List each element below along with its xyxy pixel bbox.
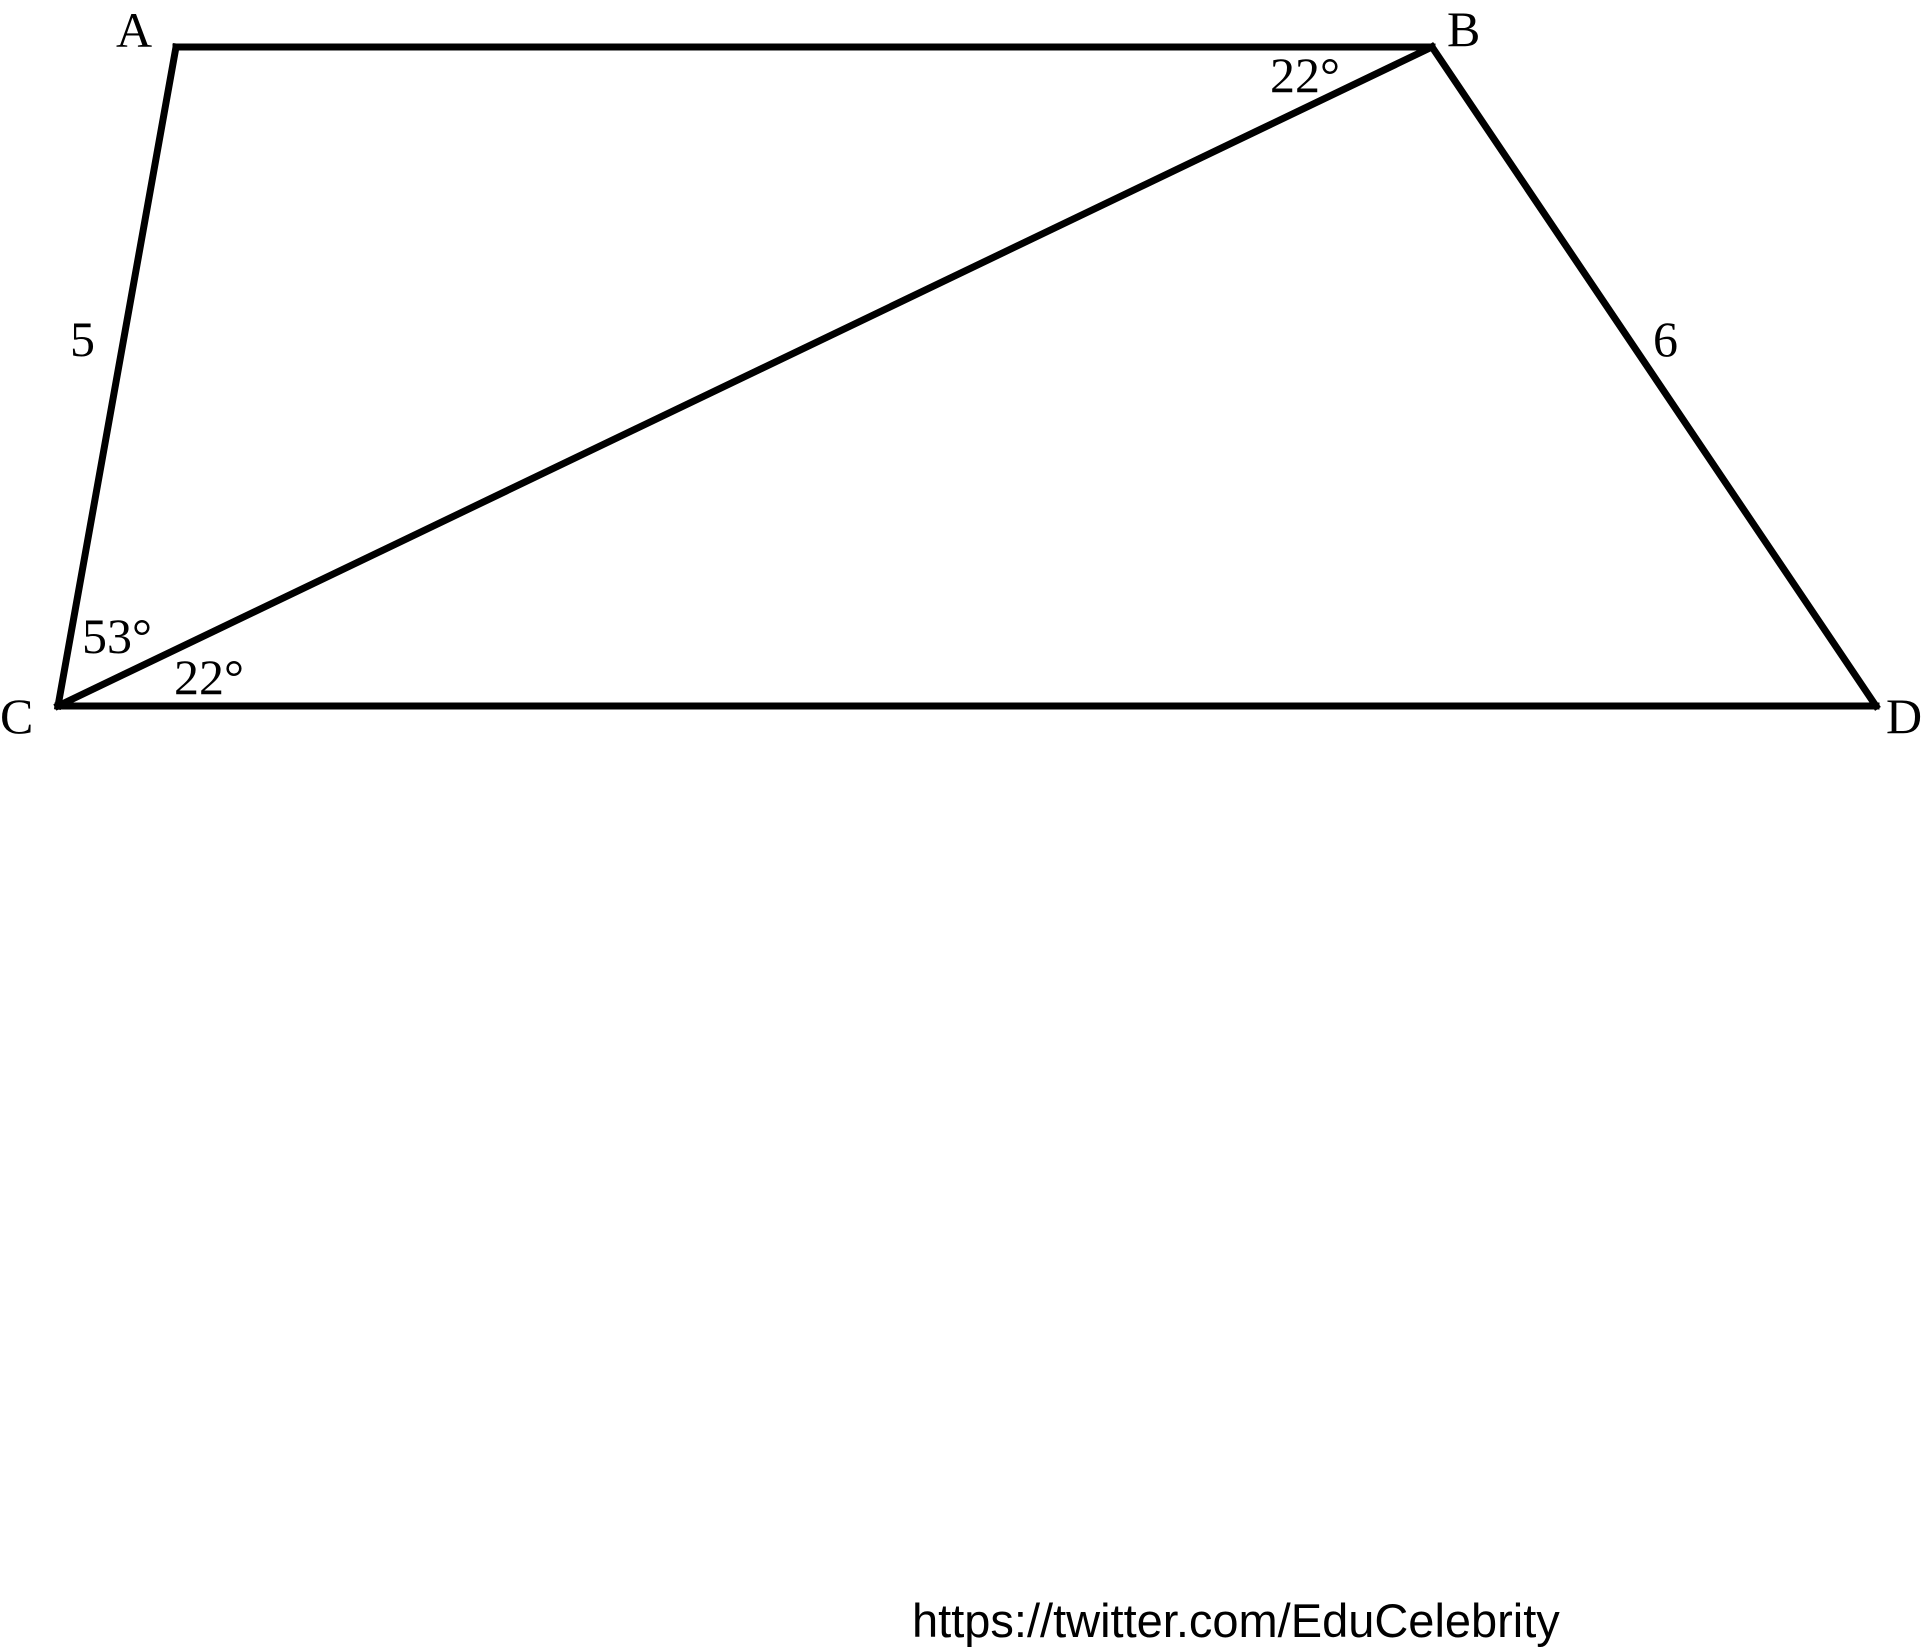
vertex-label-c: C [0,688,33,744]
side-length-ac: 5 [70,311,95,367]
edge-ac [53,42,181,711]
vertex-label-a: A [116,2,152,58]
vertex-label-b: B [1447,1,1480,57]
angle-label-abc: 22° [1270,47,1340,103]
edge-bd [1427,42,1881,711]
angle-label-bcd: 22° [174,649,244,705]
vertex-label-d: D [1886,688,1922,744]
angle-label-acb: 53° [82,608,152,664]
side-length-bd: 6 [1653,311,1678,367]
credit-link-text: https://twitter.com/EduCelebrity [912,1594,1560,1647]
diagonal-bc [53,42,1437,711]
